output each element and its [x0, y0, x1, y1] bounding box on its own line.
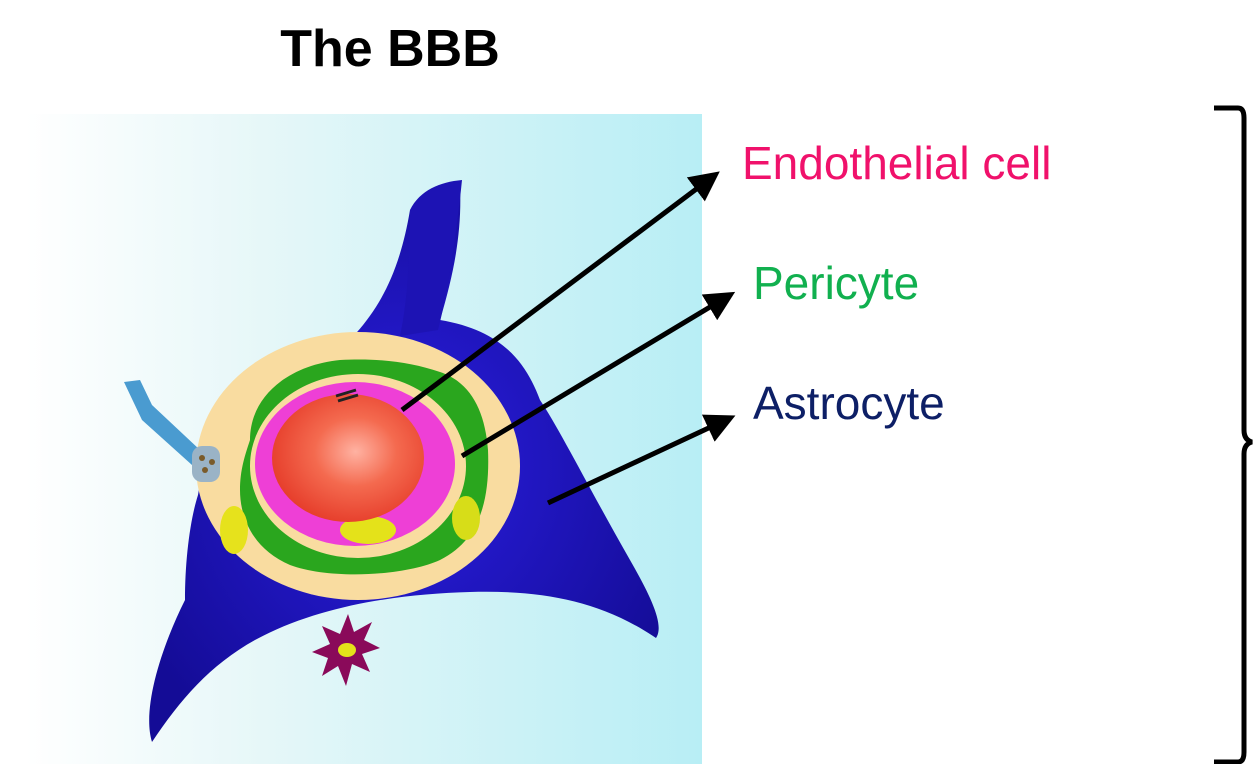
- red-blood-cell: [272, 394, 424, 522]
- label-pericyte: Pericyte: [753, 256, 919, 310]
- label-astrocyte: Astrocyte: [753, 376, 945, 430]
- vesicle-1: [199, 455, 205, 461]
- pericyte-nucleus-left: [220, 506, 248, 554]
- neuron-terminal: [192, 446, 220, 482]
- right-brace: [1214, 108, 1252, 762]
- microglia-nucleus: [338, 643, 356, 657]
- vesicle-2: [209, 459, 215, 465]
- pericyte-nucleus-right: [452, 496, 480, 540]
- label-endothelial-cell: Endothelial cell: [742, 136, 1051, 190]
- vesicle-3: [202, 467, 208, 473]
